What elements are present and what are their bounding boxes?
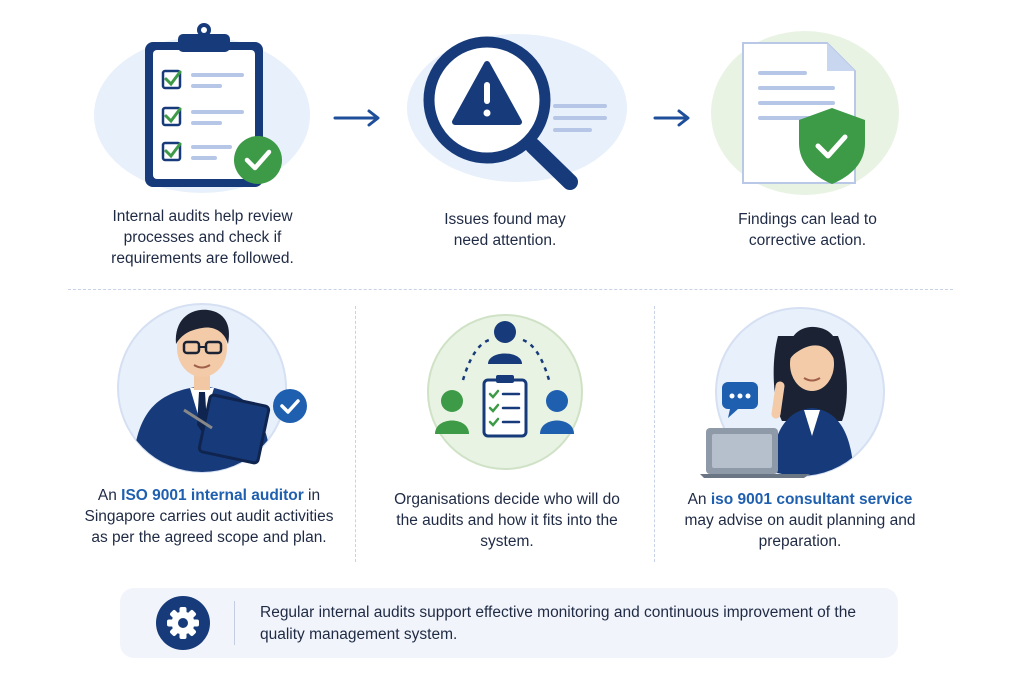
role-2 [425,312,590,472]
gear-badge [156,596,210,650]
role-1-prefix: An [97,487,122,504]
consultant-woman-icon [700,307,885,478]
arrow-right-icon [333,109,380,127]
clipboard-checklist-icon [94,23,310,193]
footer-text: Regular internal audits support effectiv… [260,604,856,643]
iso-internal-auditor-link[interactable]: ISO 9001 internal auditor [121,487,304,504]
document-shield-icon [711,31,899,195]
role-1-caption: An ISO 9001 internal auditor in Singapor… [80,485,338,548]
role-2-caption: Organisations decide who will do the aud… [394,491,620,550]
role-3-caption: An iso 9001 consultant service may advis… [680,489,920,552]
step-2 [405,22,635,197]
magnifier-warning-icon [407,34,627,190]
role-3-prefix: An [687,491,711,508]
footer-divider [234,601,235,645]
team-checklist-icon [427,314,583,470]
step-3 [705,28,925,203]
column-divider [355,306,356,562]
step-1 [90,20,320,195]
role-3 [700,306,895,478]
gear-icon [167,607,199,639]
role-3-suffix: may advise on audit planning and prepara… [684,512,916,550]
iso-consultant-service-link[interactable]: iso 9001 consultant service [710,491,913,508]
role-1 [112,300,312,478]
step-1-caption: Internal audits help review processes an… [111,208,294,267]
role-1-suffix: in Singapore carries out audit activitie… [84,487,334,546]
auditor-man-icon [117,303,307,473]
footer-banner: Regular internal audits support effectiv… [120,588,898,658]
step-2-caption: Issues found may need attention. [444,211,566,249]
arrow-right-icon [653,109,690,127]
step-3-caption: Findings can lead to corrective action. [738,211,877,249]
section-divider [68,289,953,290]
column-divider [654,306,655,562]
